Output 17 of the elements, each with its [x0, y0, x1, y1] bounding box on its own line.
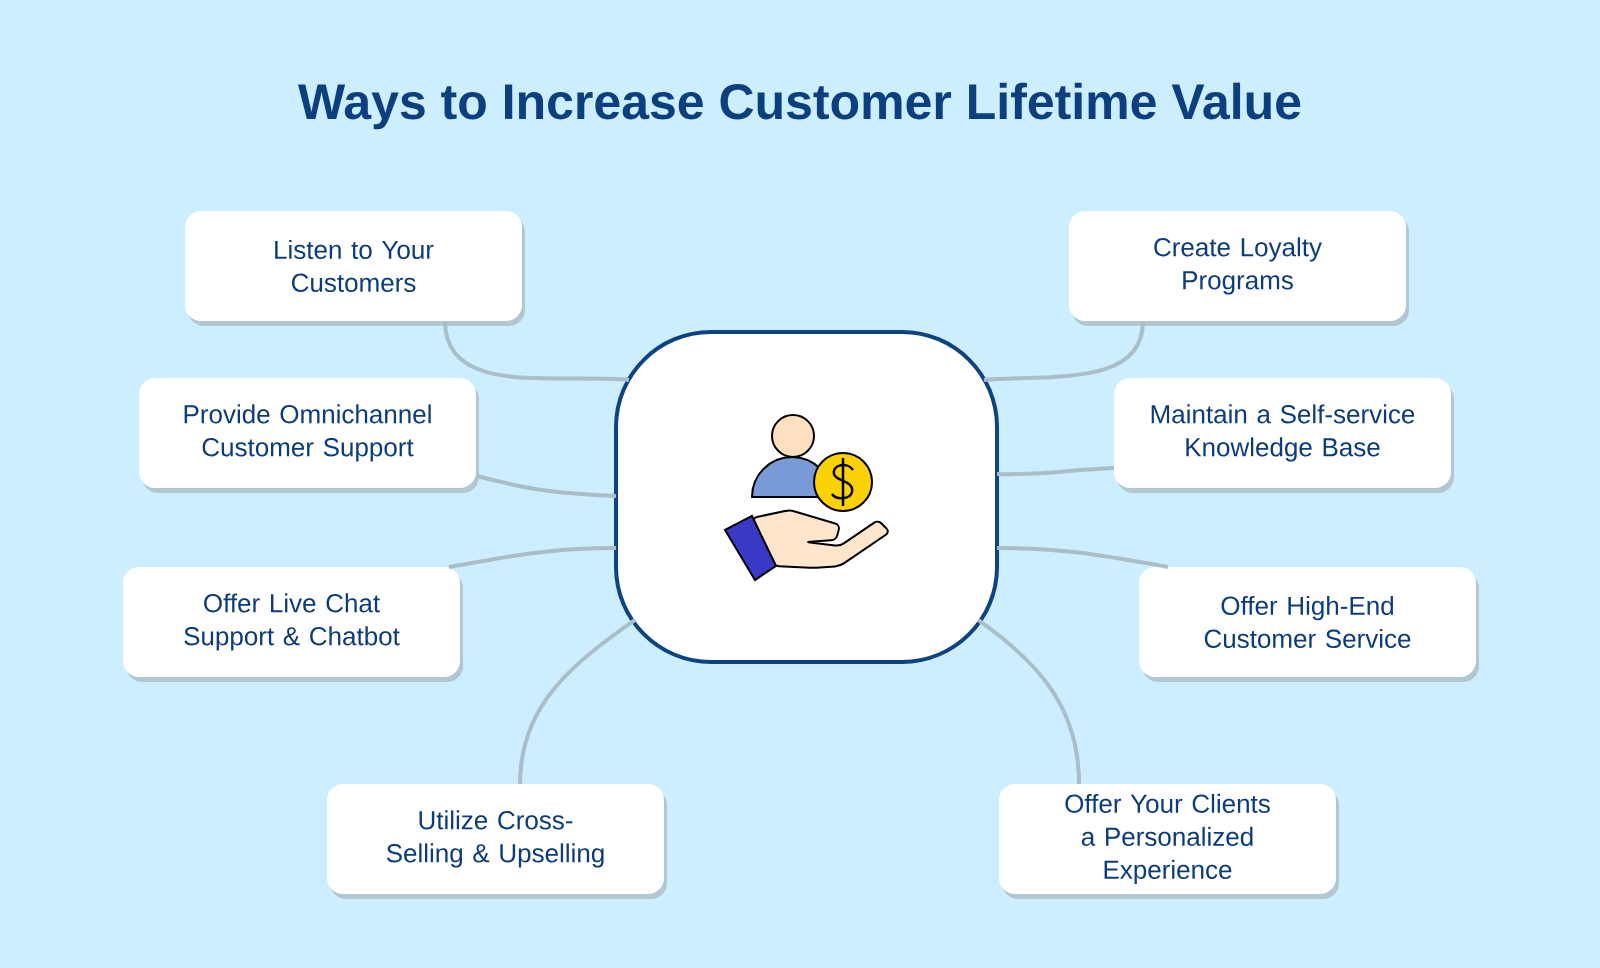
strategy-box: Offer High-End Customer Service — [1139, 567, 1479, 682]
strategy-box: Provide Omnichannel Customer Support — [139, 378, 479, 493]
strategy-box: Create Loyalty Programs — [1069, 211, 1409, 326]
connector-line — [518, 618, 637, 785]
connector-line — [976, 618, 1081, 785]
connector-line — [996, 466, 1115, 477]
connector-line — [997, 546, 1169, 569]
connector-line — [448, 546, 617, 569]
strategy-box: Maintain a Self-service Knowledge Base — [1114, 378, 1454, 493]
strategy-box: Utilize Cross-Selling & Upselling — [327, 784, 667, 899]
connector-line — [983, 320, 1145, 382]
connector-line — [443, 320, 630, 382]
title: Ways to Increase Customer Lifetime Value — [298, 82, 1301, 130]
connector-line — [476, 474, 617, 498]
strategy-box: Offer Your Clients a Personalized Experience — [999, 784, 1339, 899]
strategy-box: Listen to Your Customers — [185, 211, 525, 326]
strategy-box: Offer Live Chat Support & Chatbot — [123, 567, 463, 682]
